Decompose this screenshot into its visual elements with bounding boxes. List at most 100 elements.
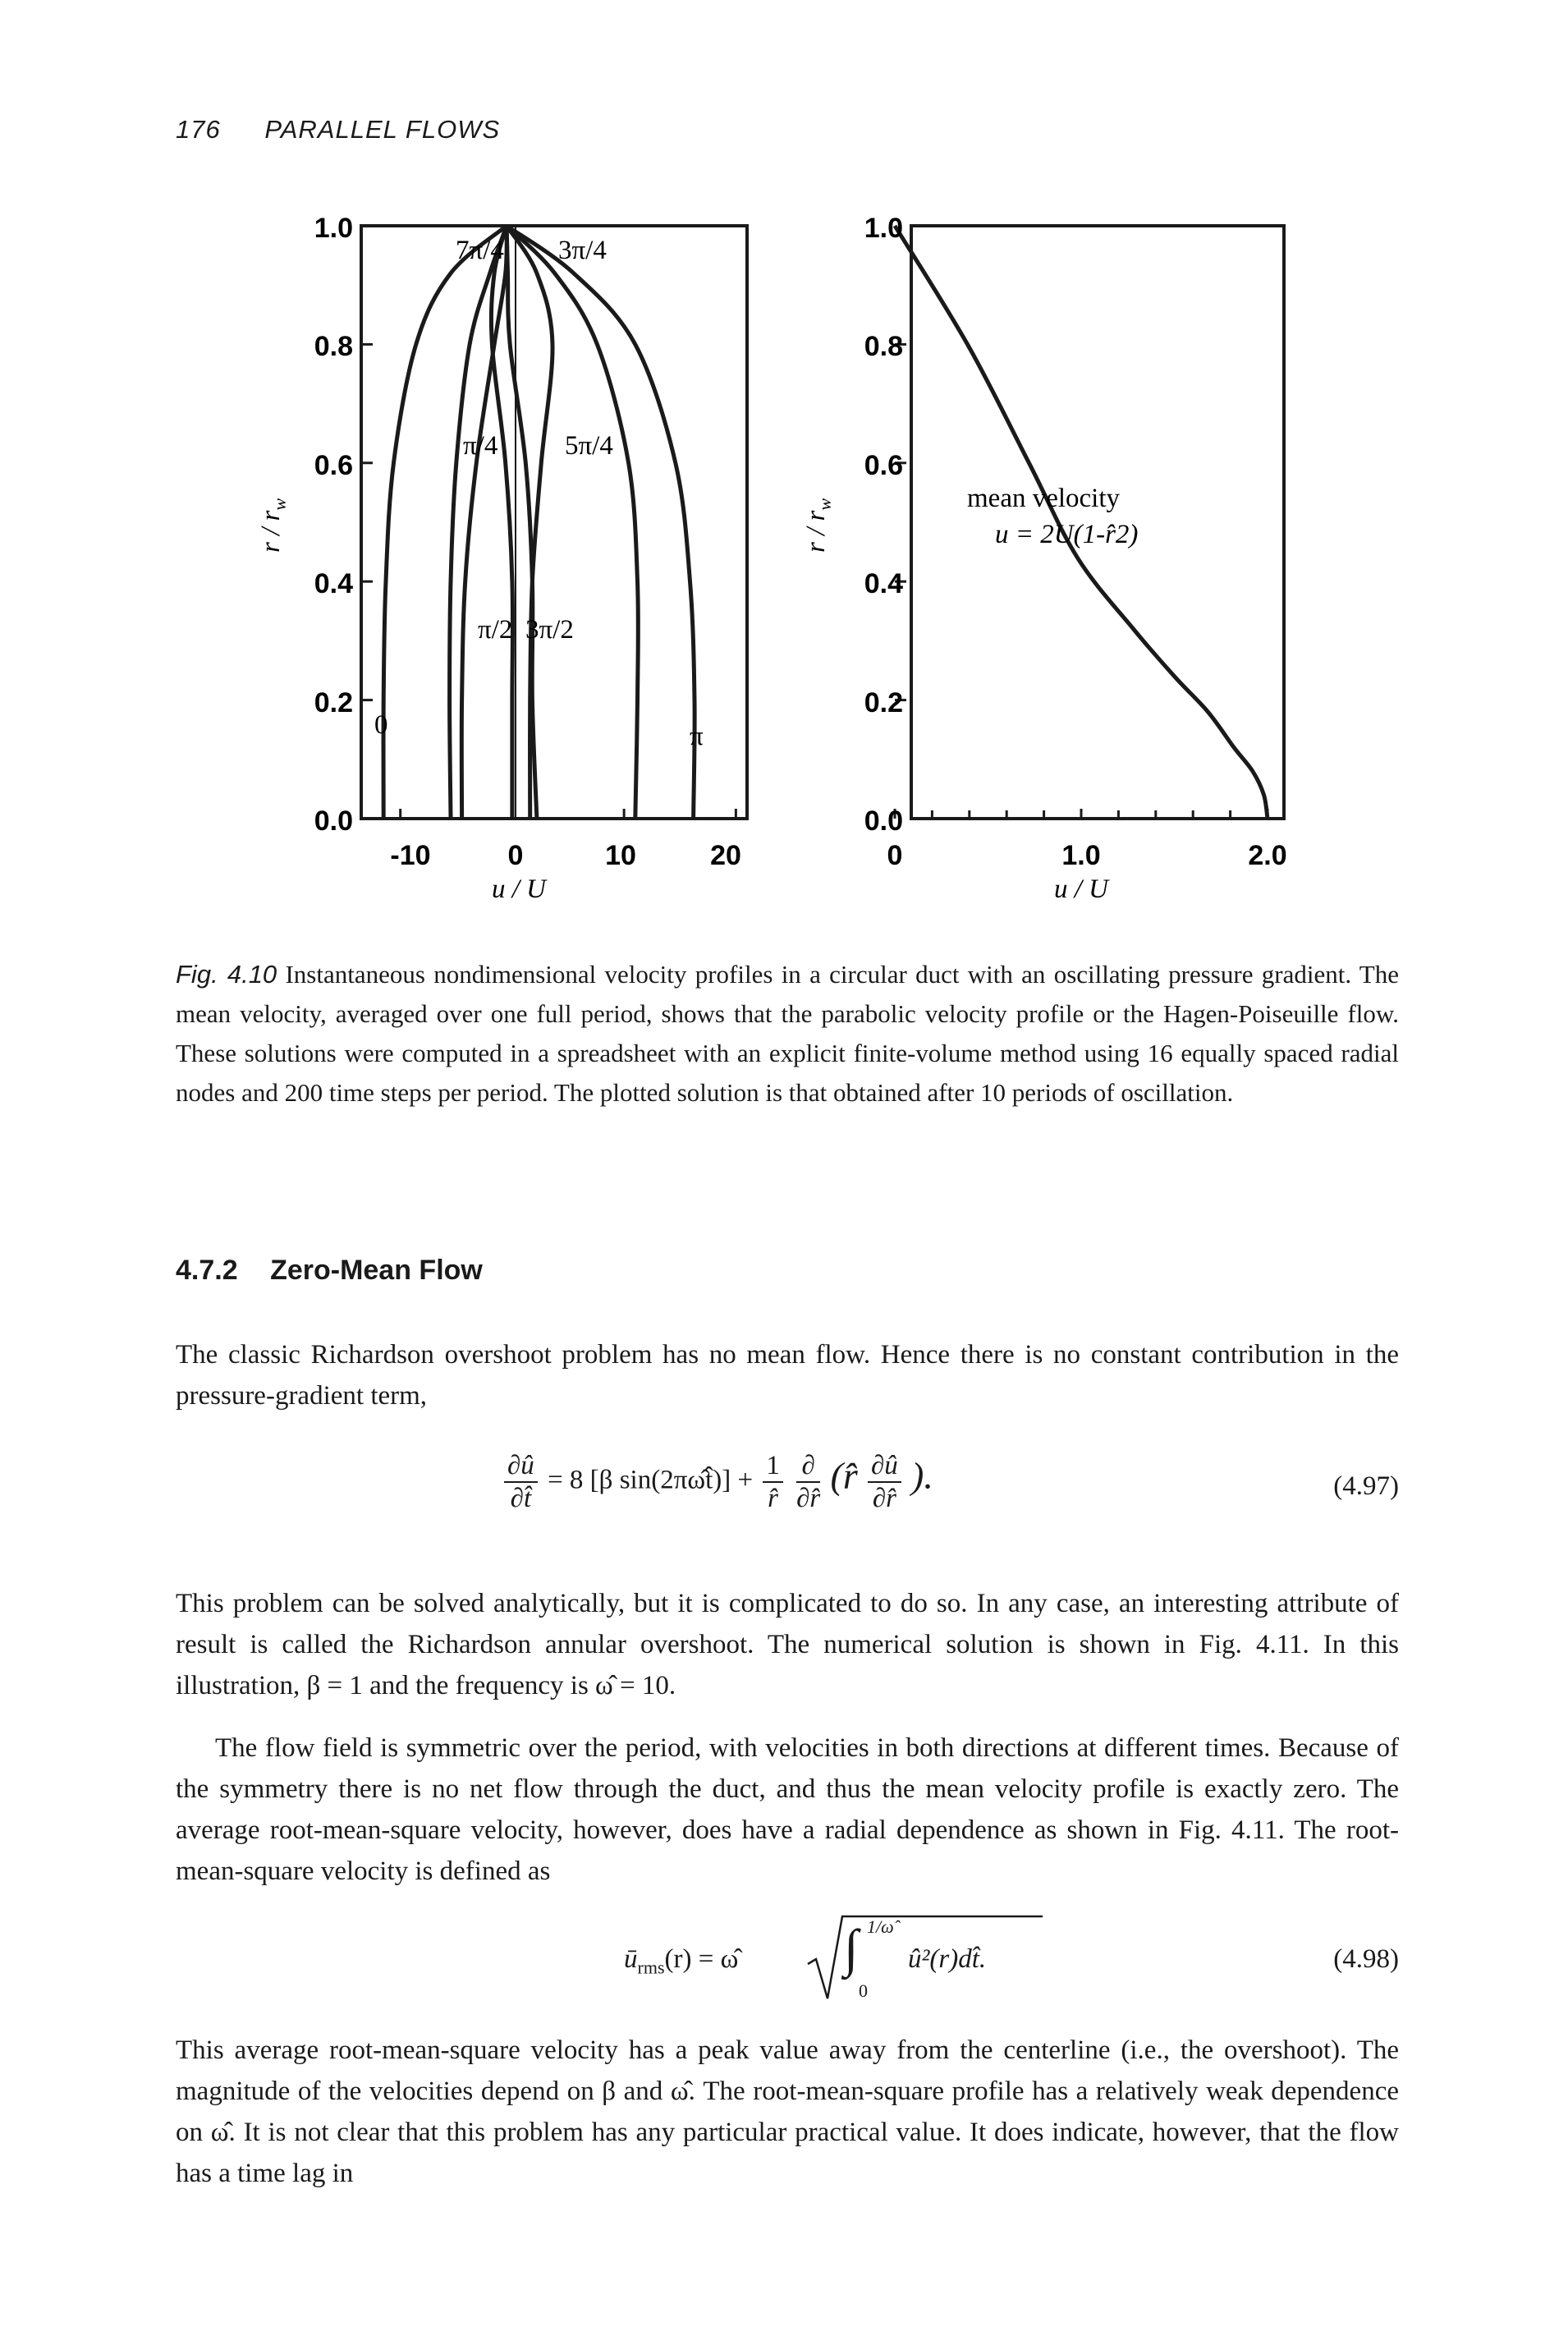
left-curves bbox=[381, 223, 697, 819]
left-ytick-label: 1.0 bbox=[314, 213, 353, 244]
section-heading: 4.7.2 Zero-Mean Flow bbox=[176, 1255, 483, 1287]
right-y-axis-label: r / rw bbox=[801, 498, 835, 553]
running-title: PARALLEL FLOWS bbox=[264, 115, 501, 144]
equation-4-97: ∂û ∂t̂ = 8 [β sin(2πω̂t̂)] + 1 r̂ ∂ ∂r̂ … bbox=[501, 1450, 933, 1514]
paragraph-text: The classic Richardson overshoot problem… bbox=[176, 1340, 1399, 1411]
left-series-line bbox=[381, 224, 508, 819]
equation-4-98: ūrms(r) = ω̂ ∫ 1/ω̂ 0 û²(r)dt̂. bbox=[624, 1913, 1051, 2003]
annotation-line-2: u = 2U(1-r̂2) bbox=[995, 520, 1138, 549]
right-ytick-label: 0.6 bbox=[864, 450, 903, 481]
right-ticks bbox=[893, 342, 1269, 819]
left-series-line bbox=[488, 225, 516, 819]
left-ticks bbox=[361, 342, 737, 819]
paragraph-text: This average root-mean-square velocity h… bbox=[176, 2035, 1399, 2188]
paragraph-text: This problem can be solved analytically,… bbox=[176, 1589, 1399, 1700]
eq98-lhs-sub: rms bbox=[637, 1957, 665, 1978]
right-mean-velocity-plot: 1.0 0.8 0.6 0.4 0.2 0.0 0 1.0 2.0 u / U … bbox=[801, 213, 1287, 904]
eq97-inner-den: ∂r̂ bbox=[872, 1484, 896, 1513]
right-plot-border bbox=[910, 224, 1286, 820]
equation-number-4-97: (4.97) bbox=[1333, 1471, 1399, 1501]
left-xtick-label: -10 bbox=[390, 840, 430, 871]
curve-label-3pi4: 3π/4 bbox=[558, 236, 607, 265]
page-number: 176 bbox=[176, 115, 221, 144]
left-series-line bbox=[447, 225, 509, 819]
eq97-inner-right: ). bbox=[911, 1454, 933, 1497]
left-series-line bbox=[504, 224, 555, 819]
right-series-line bbox=[892, 224, 1270, 819]
svg-text:r / rw: r / rw bbox=[801, 498, 835, 553]
left-x-tick-labels: -10 0 10 20 bbox=[390, 840, 740, 871]
right-ytick-label: 0.0 bbox=[864, 805, 903, 837]
eq97-coef-den: r̂ bbox=[768, 1484, 779, 1513]
left-xtick-label: 20 bbox=[710, 840, 741, 871]
paragraph-text: The flow field is symmetric over the per… bbox=[176, 1733, 1399, 1886]
right-xtick-label: 0 bbox=[887, 840, 903, 871]
left-ytick-label: 0.0 bbox=[314, 805, 353, 837]
eq97-inner-left: (r̂ bbox=[830, 1454, 858, 1497]
left-velocity-profile-plot: 1.0 0.8 0.6 0.4 0.2 0.0 -10 0 10 20 u / … bbox=[256, 213, 749, 904]
equation-number-4-98: (4.98) bbox=[1333, 1944, 1399, 1974]
eq98-lhs-arg: (r) = ω̂ bbox=[664, 1944, 739, 1974]
section-number: 4.7.2 bbox=[176, 1255, 238, 1286]
paragraph-4: This average root-mean-square velocity h… bbox=[176, 2030, 1399, 2194]
eq97-inner-fraction: ∂û ∂r̂ bbox=[867, 1450, 901, 1514]
left-ytick-label: 0.2 bbox=[314, 687, 353, 718]
left-curve-labels: 7π/4 3π/4 π/4 5π/4 π/2 3π/2 0 π bbox=[374, 236, 704, 751]
curve-label-0: 0 bbox=[374, 710, 388, 740]
eq97-lhs-den: ∂t̂ bbox=[510, 1484, 532, 1513]
annotation-line-1: mean velocity bbox=[967, 484, 1121, 513]
left-xtick-label: 10 bbox=[605, 840, 636, 871]
eq98-radical-icon bbox=[807, 1915, 1043, 1999]
left-series-line bbox=[504, 225, 539, 819]
eq98-lower-limit: 0 bbox=[859, 1980, 868, 2001]
caption-text: Instantaneous nondimensional velocity pr… bbox=[176, 960, 1399, 1107]
figure-number: Fig. 4.10 bbox=[176, 960, 277, 989]
right-ytick-label: 0.4 bbox=[864, 568, 903, 599]
eq98-lhs: ūrms(r) = ω̂ bbox=[624, 1944, 738, 1979]
eq97-d-num: ∂ bbox=[796, 1450, 821, 1483]
left-series-line bbox=[459, 225, 509, 819]
right-ytick-label: 0.8 bbox=[864, 331, 903, 362]
svg-text:r / rw: r / rw bbox=[256, 498, 290, 553]
left-ytick-label: 0.4 bbox=[314, 568, 353, 599]
left-ylabel-sub: w bbox=[269, 498, 290, 511]
curve-label-pi: π bbox=[690, 722, 704, 751]
right-ylabel-main: r / r bbox=[801, 511, 831, 553]
section-title: Zero-Mean Flow bbox=[270, 1255, 483, 1286]
left-ytick-label: 0.8 bbox=[314, 331, 353, 362]
left-y-tick-labels: 1.0 0.8 0.6 0.4 0.2 0.0 bbox=[314, 213, 353, 837]
mean-velocity-annotation: mean velocity u = 2U(1-r̂2) bbox=[967, 484, 1138, 549]
curve-label-3pi2: 3π/2 bbox=[525, 615, 574, 645]
left-xtick-label: 0 bbox=[508, 840, 524, 871]
left-ylabel-main: r / r bbox=[256, 511, 286, 553]
eq97-middle: = 8 [β sin(2πω̂t̂)] + bbox=[548, 1465, 754, 1495]
right-y-tick-labels: 1.0 0.8 0.6 0.4 0.2 0.0 bbox=[864, 213, 903, 837]
right-x-tick-labels: 0 1.0 2.0 bbox=[887, 840, 1287, 871]
paragraph-3: The flow field is symmetric over the per… bbox=[176, 1728, 1399, 1892]
eq97-lhs-fraction: ∂û ∂t̂ bbox=[504, 1450, 538, 1514]
right-ylabel-sub: w bbox=[814, 498, 835, 511]
eq97-coef-fraction: 1 r̂ bbox=[763, 1450, 783, 1514]
right-xtick-label: 1.0 bbox=[1061, 840, 1100, 871]
right-x-axis-label: u / U bbox=[1054, 874, 1110, 904]
left-series-line bbox=[505, 224, 640, 819]
eq98-integral-icon: ∫ bbox=[844, 1919, 859, 1977]
curve-label-pi2: π/2 bbox=[478, 615, 512, 645]
left-x-axis-label: u / U bbox=[492, 874, 548, 904]
eq98-lhs-symbol: ū bbox=[624, 1944, 638, 1974]
eq97-coef-num: 1 bbox=[763, 1450, 783, 1483]
eq97-d-fraction: ∂ ∂r̂ bbox=[796, 1450, 821, 1514]
left-plot-border bbox=[360, 224, 749, 820]
eq98-upper-limit: 1/ω̂ bbox=[867, 1916, 894, 1937]
left-y-axis-label: r / rw bbox=[256, 498, 290, 553]
eq97-d-den: ∂r̂ bbox=[796, 1484, 821, 1513]
paragraph-2: This problem can be solved analytically,… bbox=[176, 1583, 1399, 1706]
eq97-inner-num: ∂û bbox=[867, 1450, 901, 1483]
eq97-lhs-num: ∂û bbox=[504, 1450, 538, 1483]
right-ytick-label: 1.0 bbox=[864, 213, 903, 244]
paragraph-1: The classic Richardson overshoot problem… bbox=[176, 1334, 1399, 1416]
left-plot-frame bbox=[360, 224, 749, 820]
curve-label-7pi4: 7π/4 bbox=[456, 236, 504, 265]
right-curves bbox=[892, 224, 1270, 819]
eq98-integrand: û²(r)dt̂. bbox=[908, 1944, 987, 1974]
